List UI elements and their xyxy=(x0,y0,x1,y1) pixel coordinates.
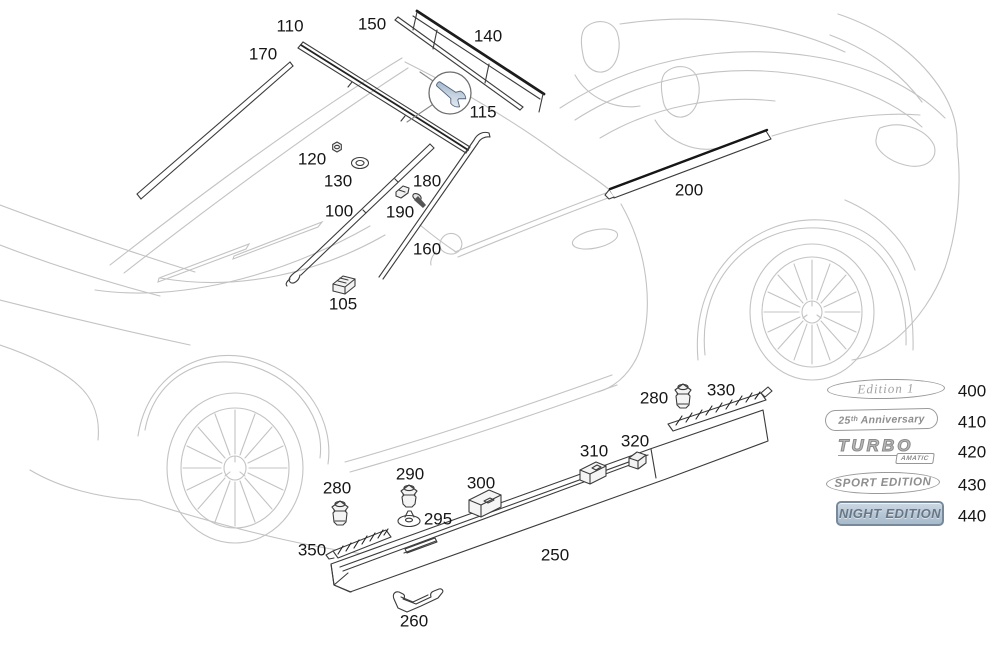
part-350-hatched-strip xyxy=(325,528,392,560)
part-130-washer xyxy=(350,156,370,170)
badge-turbo-amatic[interactable]: TURBO AMATIC xyxy=(837,436,935,467)
wrench-callout xyxy=(406,71,472,123)
callout-300[interactable]: 300 xyxy=(466,473,496,493)
part-280-clip-right xyxy=(674,383,692,409)
callout-250[interactable]: 250 xyxy=(540,545,570,565)
part-150-strip xyxy=(394,16,524,111)
part-140-strip xyxy=(412,9,546,113)
part-310-bracket xyxy=(579,461,607,485)
callout-330[interactable]: 330 xyxy=(706,380,736,400)
callout-280-right[interactable]: 280 xyxy=(639,388,669,408)
part-280-clip-left xyxy=(331,500,349,526)
trim-parts xyxy=(136,9,773,613)
callout-430[interactable]: 430 xyxy=(957,475,987,495)
part-190-screw xyxy=(412,193,426,208)
part-110-windshield-top-molding xyxy=(297,41,471,154)
callout-140[interactable]: 140 xyxy=(473,26,503,46)
callout-200[interactable]: 200 xyxy=(674,180,704,200)
part-295-grommet xyxy=(397,510,421,528)
part-290-clip xyxy=(400,484,418,508)
part-250-rocker-sill-trim xyxy=(330,409,769,593)
callout-280-left[interactable]: 280 xyxy=(322,478,352,498)
callout-110[interactable]: 110 xyxy=(276,16,304,36)
part-320-clip xyxy=(628,451,647,470)
callout-410[interactable]: 410 xyxy=(957,412,987,432)
part-200-beltline-strip xyxy=(604,128,772,200)
part-180-clip xyxy=(395,185,410,199)
callout-105[interactable]: 105 xyxy=(328,294,358,314)
car-body-outline xyxy=(0,13,960,559)
part-260-bracket xyxy=(392,588,444,613)
callout-120[interactable]: 120 xyxy=(297,149,327,169)
part-105-clip xyxy=(332,275,356,295)
callout-295[interactable]: 295 xyxy=(423,509,453,529)
callout-115[interactable]: 115 xyxy=(469,102,497,122)
callout-170[interactable]: 170 xyxy=(248,44,278,64)
part-120-nut xyxy=(332,141,342,153)
callout-420[interactable]: 420 xyxy=(957,442,987,462)
part-330-hatched-strip xyxy=(667,386,773,432)
callout-400[interactable]: 400 xyxy=(957,381,987,401)
callout-180[interactable]: 180 xyxy=(412,171,442,191)
badge-25th-anniversary[interactable]: 25ᵗʰ Anniversary xyxy=(824,407,939,432)
callout-100[interactable]: 100 xyxy=(324,201,354,221)
callout-350[interactable]: 350 xyxy=(297,540,327,560)
wrench-icon xyxy=(436,81,467,108)
badge-night-edition[interactable]: NIGHT EDITION xyxy=(836,501,944,526)
callout-160[interactable]: 160 xyxy=(412,239,442,259)
callout-150[interactable]: 150 xyxy=(357,14,387,34)
badge-turbo-word: TURBO xyxy=(837,436,914,455)
callout-190[interactable]: 190 xyxy=(385,202,415,222)
callout-290[interactable]: 290 xyxy=(395,464,425,484)
part-300-bracket xyxy=(468,489,502,518)
callout-320[interactable]: 320 xyxy=(620,431,650,451)
part-170-molding xyxy=(136,61,294,200)
callout-260[interactable]: 260 xyxy=(399,611,429,631)
callout-130[interactable]: 130 xyxy=(323,171,353,191)
callout-440[interactable]: 440 xyxy=(957,506,987,526)
badge-turbo-underline xyxy=(838,455,924,456)
callout-310[interactable]: 310 xyxy=(579,441,609,461)
part-100-a-pillar-molding xyxy=(285,143,435,287)
badge-amatic-plate: AMATIC xyxy=(895,453,935,464)
part-160-molding xyxy=(378,131,491,280)
